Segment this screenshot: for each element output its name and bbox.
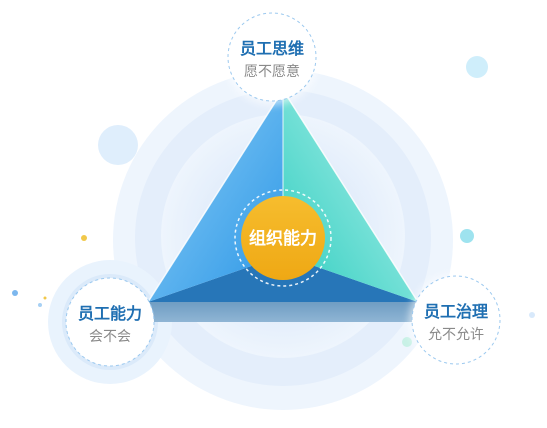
node-top-subtitle: 愿不愿意 — [244, 63, 300, 80]
center-badge: 组织能力 — [234, 189, 332, 287]
node-top-title: 员工思维 — [240, 39, 304, 58]
deco-bubble-topleft — [98, 125, 138, 165]
deco-bubble-right-small — [402, 337, 412, 347]
node-right-title: 员工治理 — [424, 302, 488, 321]
node-right: 员工治理 允不允许 — [409, 274, 503, 368]
deco-dot-blue-2 — [38, 303, 42, 307]
center-badge-ring — [234, 189, 332, 287]
node-left-subtitle: 会不会 — [89, 329, 131, 345]
deco-bubble-topright — [466, 56, 488, 78]
deco-bubble-right — [460, 229, 474, 243]
center-badge-circle — [241, 196, 325, 280]
node-left-circle — [65, 277, 155, 367]
node-right-circle — [411, 275, 501, 365]
deco-dot-blue-1 — [12, 290, 18, 296]
node-left-title: 员工能力 — [78, 304, 142, 323]
deco-dot-yellow-2 — [43, 296, 47, 300]
triangle-base — [122, 302, 437, 322]
node-top: 员工思维 愿不愿意 — [225, 11, 319, 105]
node-left: 员工能力 会不会 — [65, 277, 155, 367]
deco-dot-yellow — [81, 235, 87, 241]
node-right-subtitle: 允不允许 — [428, 327, 484, 343]
node-top-circle — [227, 12, 317, 102]
deco-dot-right — [529, 312, 535, 318]
center-label: 组织能力 — [249, 228, 317, 249]
